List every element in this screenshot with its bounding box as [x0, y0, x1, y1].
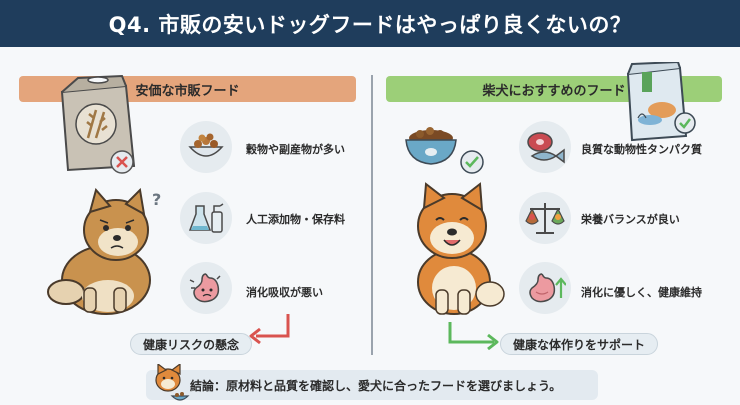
premium-food-bag-icon	[622, 60, 700, 146]
right-item-3-circle	[519, 262, 571, 314]
left-item-3-label: 消化吸収が悪い	[246, 286, 323, 299]
right-item-2-circle	[519, 192, 571, 244]
right-item-2-label: 栄養バランスが良い	[581, 213, 680, 226]
healthy-stomach-icon	[529, 273, 566, 303]
left-item-2-label: 人工添加物・保存料	[246, 213, 345, 226]
bag-check-badge-icon	[674, 112, 696, 138]
meat-fish-icon	[527, 132, 565, 164]
kibble-bowl-icon	[188, 133, 224, 157]
cross-badge-icon	[110, 150, 134, 178]
right-item-1-circle	[519, 121, 571, 173]
question-mark: ?	[152, 190, 162, 209]
right-item-1-label: 良質な動物性タンパク質	[581, 143, 702, 156]
balance-scale-icon	[525, 203, 565, 234]
right-conclusion: 健康な体作りをサポート	[500, 333, 659, 355]
footer-conclusion-bar: 結論：原材料と品質を確認し、愛犬に合ったフードを選びましょう。	[146, 370, 598, 400]
left-conclusion: 健康リスクの懸念	[130, 333, 253, 355]
premium-bowl-icon	[400, 122, 462, 176]
red-arrow-icon	[248, 312, 294, 352]
upset-stomach-icon	[189, 273, 221, 303]
left-item-1-circle	[180, 121, 232, 173]
column-divider	[371, 75, 373, 355]
title-bar: Q4. 市販の安いドッグフードはやっぱり良くないの？	[0, 0, 740, 47]
happy-shiba-dog	[398, 182, 508, 320]
right-item-3-label: 消化に優しく、健康維持	[581, 286, 702, 299]
shiba-with-bowl-icon	[150, 362, 190, 405]
cheap-food-bag-icon	[48, 74, 148, 178]
left-item-3-circle	[180, 262, 232, 314]
worried-shiba-dog	[36, 187, 161, 320]
left-item-2-circle	[180, 192, 232, 244]
bowl-check-badge-icon	[460, 150, 484, 178]
page-title: Q4. 市販の安いドッグフードはやっぱり良くないの？	[108, 12, 632, 37]
chemical-bottles-icon	[188, 203, 224, 233]
footer-conclusion-text: 結論：原材料と品質を確認し、愛犬に合ったフードを選びましょう。	[190, 378, 562, 393]
left-item-1-label: 穀物や副産物が多い	[246, 143, 345, 156]
green-arrow-icon	[446, 320, 502, 354]
